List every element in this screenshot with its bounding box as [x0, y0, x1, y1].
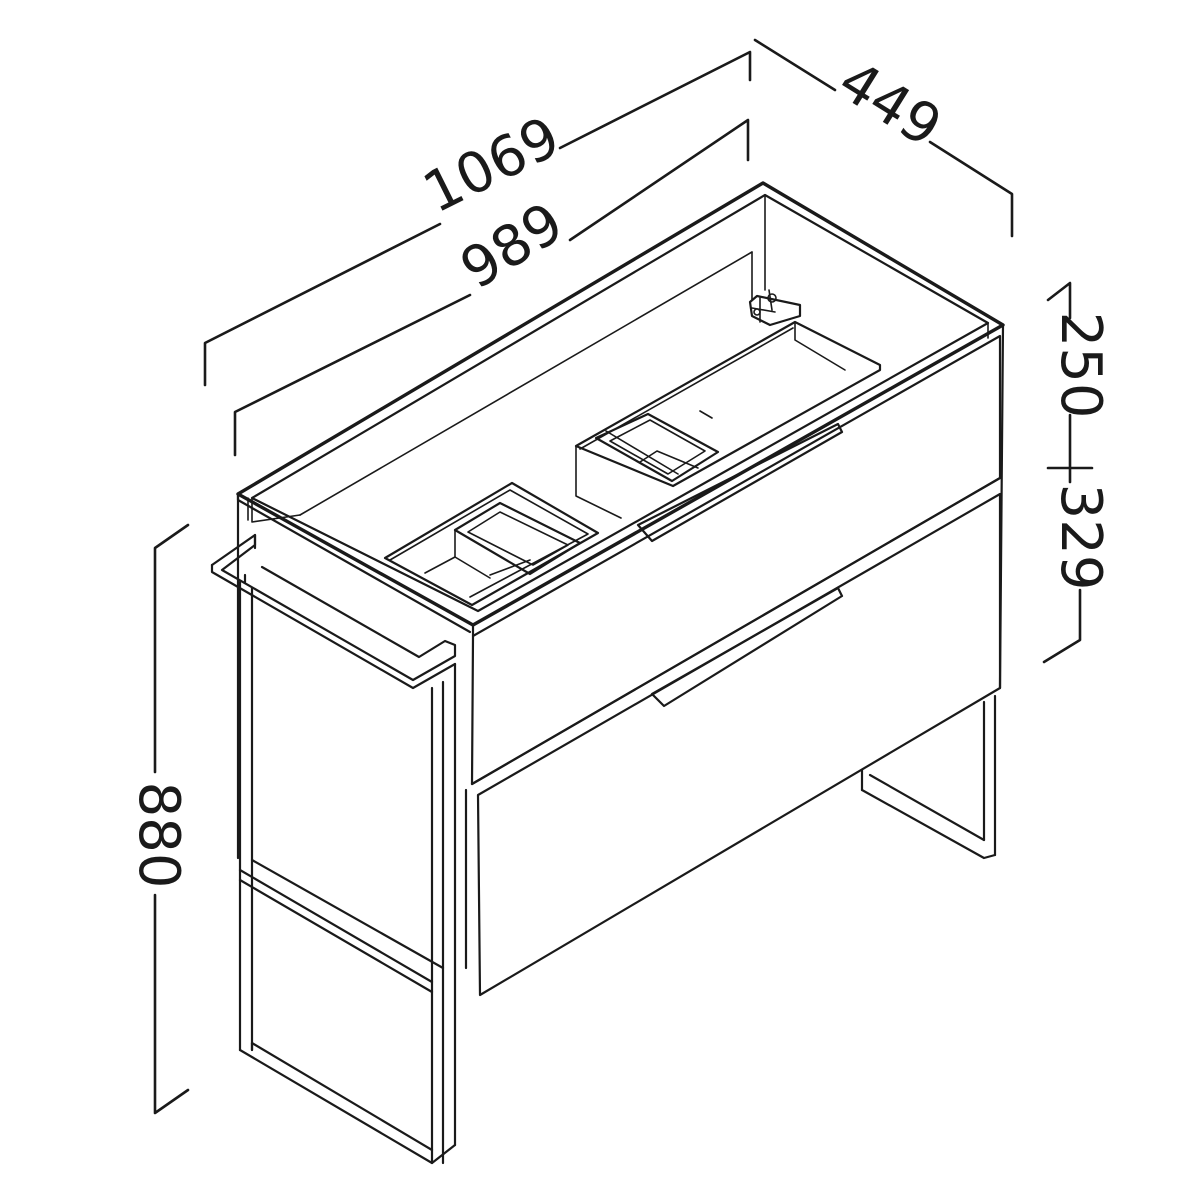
- dimension-lines: 1069 989 449 250 329: [126, 38, 1113, 1115]
- frame-mid-bar: [238, 858, 445, 994]
- upper-drawer-box-right: [574, 320, 882, 488]
- hinge-bracket: [748, 289, 802, 327]
- dimension-329: 329: [1042, 466, 1113, 664]
- dimension-label-329: 329: [1048, 484, 1113, 591]
- upper-drawer-tray: [594, 412, 720, 483]
- dimension-449: 449: [753, 38, 1014, 238]
- cabinet-body: [236, 181, 1005, 860]
- towel-rail-frame: [210, 533, 457, 1165]
- frame-bottom-bar: [238, 1041, 457, 1165]
- dimension-1069: 1069: [203, 50, 752, 387]
- left-drawer-box: [383, 481, 600, 607]
- lower-drawer: [464, 476, 1002, 997]
- dimension-label-250: 250: [1048, 312, 1113, 419]
- towel-rail-top: [210, 533, 457, 682]
- dimension-880: 880: [126, 523, 191, 1115]
- lower-drawer-front: [476, 492, 1002, 997]
- right-leg-frame: [860, 694, 997, 860]
- upper-drawer-handle: [636, 422, 844, 543]
- left-drawer-tray: [453, 501, 582, 576]
- dimension-250: 250: [1046, 281, 1113, 470]
- lower-drawer-handle: [650, 586, 844, 708]
- dimension-label-880: 880: [126, 782, 191, 889]
